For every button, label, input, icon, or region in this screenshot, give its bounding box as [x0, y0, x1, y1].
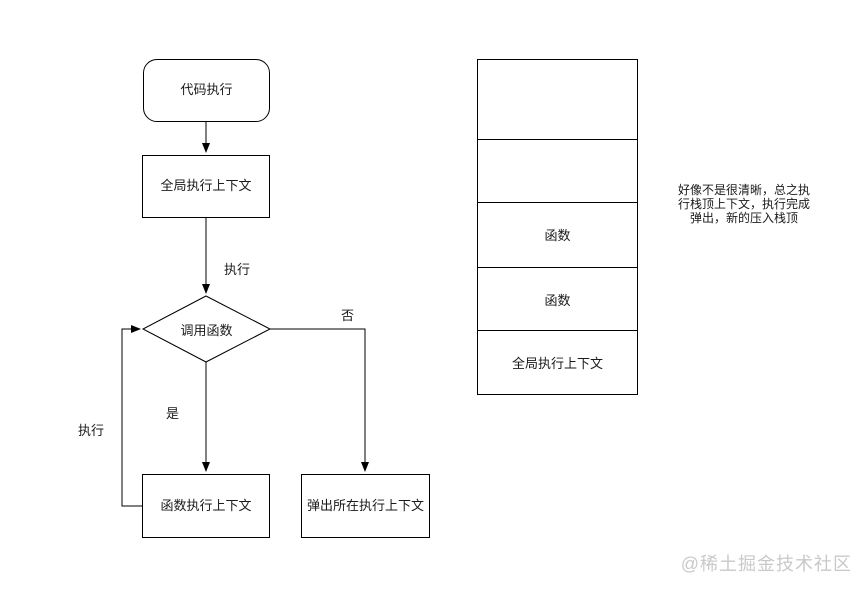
process-node-pop-context: 弹出所在执行上下文 — [301, 474, 430, 538]
connector-function-loop-to-decision — [121, 325, 142, 507]
edge-label-execute-loop: 执行 — [78, 423, 105, 438]
edge-label-yes: 是 — [166, 406, 180, 421]
stack-cell-global-context: 全局执行上下文 — [478, 330, 637, 394]
connector-decision-to-pop — [270, 328, 369, 472]
annotation-line: 弹出，新的压入栈顶 — [689, 211, 798, 225]
global-context-label: 全局执行上下文 — [160, 178, 252, 194]
annotation-line: 好像不是很清晰，总之执 — [677, 183, 810, 197]
stack-cell-function-1: 函数 — [478, 202, 637, 267]
function-context-label: 函数执行上下文 — [160, 497, 252, 513]
stack-cell-label: 函数 — [544, 292, 571, 308]
pop-context-label: 弹出所在执行上下文 — [306, 497, 424, 513]
stack-cell-label: 函数 — [544, 228, 571, 244]
execution-stack: 函数 函数 全局执行上下文 — [477, 59, 638, 395]
start-node: 代码执行 — [143, 59, 270, 122]
edge-label-execute-top: 执行 — [224, 262, 251, 277]
stack-cell-label: 全局执行上下文 — [511, 356, 603, 372]
process-node-global-context: 全局执行上下文 — [142, 155, 270, 218]
edge-label-no: 否 — [341, 308, 355, 323]
stack-cell-empty-1 — [478, 60, 637, 139]
decision-node: 调用函数 — [143, 296, 270, 362]
decision-node-label: 调用函数 — [180, 322, 233, 338]
annotation-note: 好像不是很清晰，总之执 行栈顶上下文，执行完成 弹出，新的压入栈顶 — [663, 183, 825, 225]
stack-cell-empty-2 — [478, 138, 637, 203]
stack-cell-function-2: 函数 — [478, 266, 637, 331]
process-node-function-context: 函数执行上下文 — [142, 474, 270, 538]
annotation-line: 行栈顶上下文，执行完成 — [677, 197, 810, 211]
watermark: @稀土掘金技术社区 — [680, 554, 852, 574]
start-node-label: 代码执行 — [180, 82, 233, 98]
